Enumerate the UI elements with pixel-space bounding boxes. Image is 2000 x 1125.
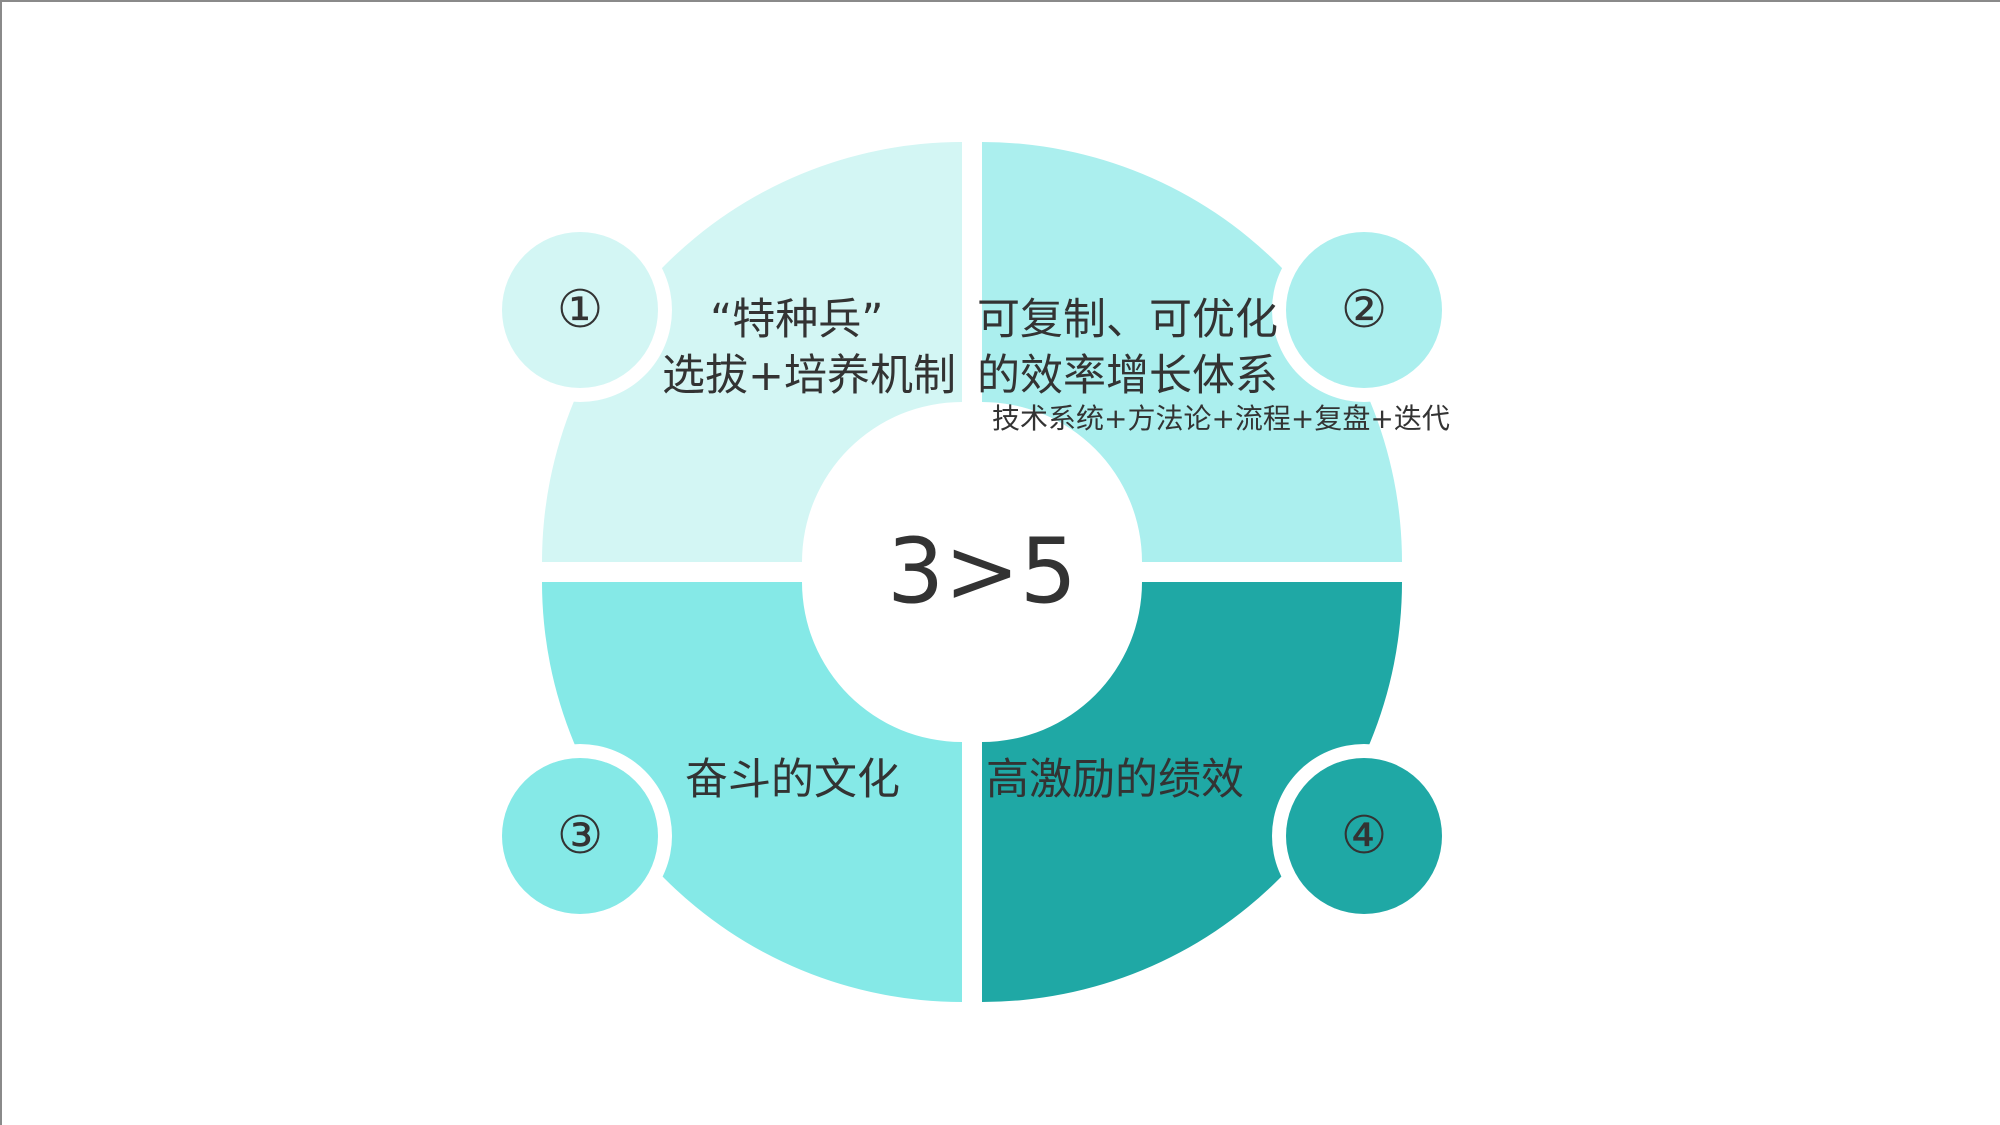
quadrant-2-title-line-1: 可复制、可优化 bbox=[977, 295, 1278, 345]
quadrant-4-segment bbox=[982, 582, 1402, 1002]
quadrant-2-number-circle bbox=[1286, 232, 1442, 388]
quadrant-1-segment bbox=[542, 142, 962, 562]
quadrant-1-title-line-1: “特种兵” bbox=[710, 295, 884, 345]
quadrant-3-title: 奋斗的文化 bbox=[685, 755, 900, 805]
quadrant-2-number: ② bbox=[1340, 280, 1388, 340]
quadrant-2-title-line-2: 的效率增长体系 bbox=[977, 351, 1278, 401]
quadrant-4-number: ④ bbox=[1340, 806, 1388, 866]
quadrant-1-title-line-2: 选拔+培养机制 bbox=[662, 351, 957, 401]
center-label: 3>5 bbox=[887, 519, 1077, 624]
quadrant-2-subtitle: 技术系统+方法论+流程+复盘+迭代 bbox=[992, 402, 1450, 435]
quadrant-2-segment bbox=[982, 142, 1402, 562]
quadrant-4-number-circle bbox=[1286, 758, 1442, 914]
quadrant-4-title: 高激励的绩效 bbox=[986, 755, 1244, 805]
quadrant-3-segment bbox=[542, 582, 962, 1002]
quadrant-3-number-circle bbox=[502, 758, 658, 914]
quadrant-3-number: ③ bbox=[556, 806, 604, 866]
quadrant-1-number: ① bbox=[556, 280, 604, 340]
quadrant-1-number-circle bbox=[502, 232, 658, 388]
